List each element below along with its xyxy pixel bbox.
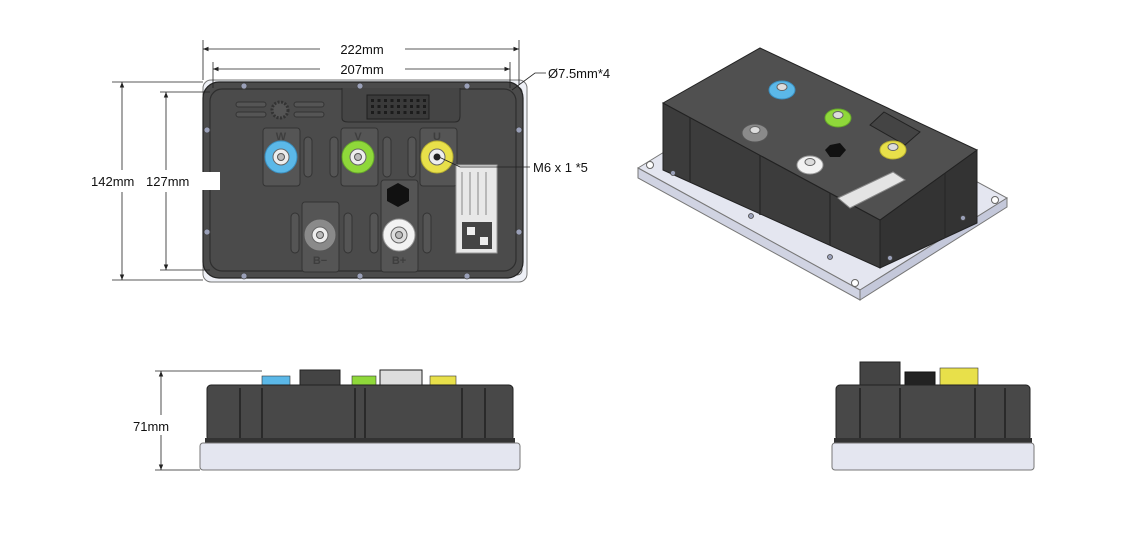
dim-overall-width: 222mm xyxy=(340,42,383,57)
connector-pin xyxy=(423,99,426,102)
terminal-label-v: V xyxy=(354,131,362,143)
connector-pin xyxy=(377,111,381,114)
connector-pin xyxy=(384,99,387,102)
connector-pin xyxy=(403,105,407,108)
connector-pin xyxy=(410,111,413,114)
side-view-front: 71mm xyxy=(130,369,521,471)
connector-pin xyxy=(390,105,394,108)
iso-vent-plug xyxy=(825,143,846,157)
connector-pin xyxy=(416,105,420,108)
connector-pin xyxy=(371,105,374,108)
terminal-b-minus: B− xyxy=(303,218,337,267)
connector-pin xyxy=(377,105,381,108)
connector-pin xyxy=(410,99,413,102)
isometric-view xyxy=(637,47,1008,301)
product-label-sticker xyxy=(455,164,498,254)
dim-overall-length: 142mm xyxy=(91,174,134,189)
connector-pin xyxy=(403,111,407,114)
iso-terminal-b-plus xyxy=(796,155,824,175)
terminal-label-w: W xyxy=(276,131,287,143)
connector-pin xyxy=(423,105,426,108)
terminal-label-b-plus: B+ xyxy=(392,255,406,267)
terminal-b-plus: B+ xyxy=(382,218,416,267)
connector-pin xyxy=(397,111,400,114)
connector-pin xyxy=(397,105,400,108)
dim-terminal-thread: M6 x 1 *5 xyxy=(533,160,588,175)
connector-pin xyxy=(416,99,420,102)
top-view: W V U B− B+ xyxy=(90,40,610,283)
connector-pin xyxy=(371,111,374,114)
terminal-u: U xyxy=(420,131,454,174)
connector-pin xyxy=(403,99,407,102)
iso-label-sticker xyxy=(837,171,906,209)
connector-pin xyxy=(371,99,374,102)
side-view-end xyxy=(831,361,1035,471)
connector-pin xyxy=(423,111,426,114)
dim-height: 71mm xyxy=(133,419,169,434)
connector-pin xyxy=(390,111,394,114)
iso-terminal-v xyxy=(824,108,852,128)
iso-terminal-b-minus xyxy=(741,123,769,143)
connector-pin xyxy=(416,111,420,114)
terminal-v: V xyxy=(341,131,375,174)
vent-plug-hex xyxy=(387,183,409,207)
connector-pin xyxy=(397,99,400,102)
connector-pin xyxy=(390,99,394,102)
connector-pin xyxy=(377,99,381,102)
dim-hole-spacing-width: 207mm xyxy=(340,62,383,77)
terminal-label-u: U xyxy=(433,131,441,143)
connector-pin xyxy=(384,111,387,114)
terminal-w: W xyxy=(264,131,298,174)
dim-hole-spacing-length: 127mm xyxy=(146,174,189,189)
logo-gear-icon xyxy=(270,100,290,120)
dim-mounting-holes: Ø7.5mm*4 xyxy=(548,66,610,81)
side-base-plate xyxy=(199,442,521,471)
iso-terminal-u xyxy=(879,140,907,160)
connector-pin xyxy=(410,105,413,108)
iso-terminal-w xyxy=(768,80,796,100)
terminal-label-b-minus: B− xyxy=(313,255,327,267)
connector-pin xyxy=(384,105,387,108)
